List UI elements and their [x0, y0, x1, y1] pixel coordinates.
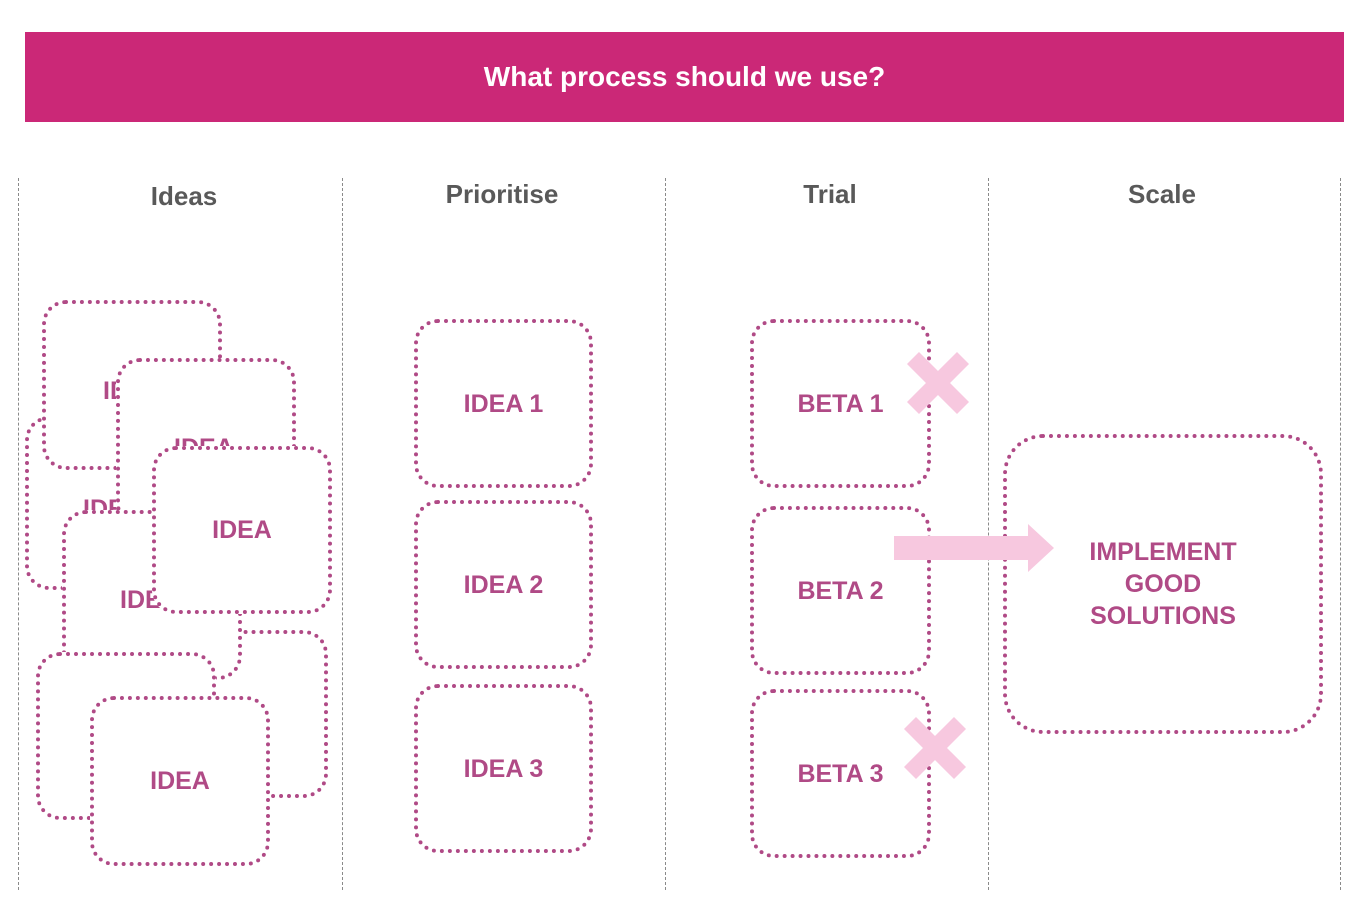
cross-icon: [906, 351, 970, 415]
prioritised-idea-label: IDEA 1: [463, 389, 544, 418]
idea-card: IDEA: [90, 696, 270, 866]
column-divider: [665, 178, 666, 890]
column-divider: [988, 178, 989, 890]
implement-line: SOLUTIONS: [1090, 602, 1236, 630]
column-heading-scale: Scale: [1128, 179, 1196, 209]
idea-card-label: IDEA: [212, 516, 272, 544]
idea-card-label: IDEA: [150, 767, 210, 795]
column-heading-ideas: Ideas: [150, 181, 218, 211]
column-divider: [342, 178, 343, 890]
column-divider: [1340, 178, 1341, 890]
implement-line: IMPLEMENT: [1089, 538, 1237, 566]
prioritised-idea-card: IDEA 3: [414, 684, 593, 853]
prioritised-idea-card: IDEA 2: [414, 500, 593, 669]
arrow-right-icon: [894, 524, 1054, 572]
beta-label: BETA 3: [797, 759, 884, 788]
prioritised-idea-label: IDEA 3: [463, 754, 544, 783]
beta-card: BETA 2: [750, 506, 931, 675]
column-heading-prioritise: Prioritise: [445, 179, 559, 209]
prioritised-idea-card: IDEA 1: [414, 319, 593, 488]
idea-card: IDEA: [152, 446, 332, 614]
title-banner: What process should we use?: [25, 32, 1344, 122]
beta-card: BETA 3: [750, 689, 931, 858]
column-divider: [18, 178, 19, 890]
cross-icon: [903, 716, 967, 780]
beta-card: BETA 1: [750, 319, 931, 488]
column-heading-trial: Trial: [803, 179, 857, 209]
implement-solutions-card: IMPLEMENT GOOD SOLUTIONS: [1003, 434, 1323, 734]
page-title: What process should we use?: [483, 61, 886, 92]
implement-line: GOOD: [1124, 570, 1202, 598]
prioritised-idea-label: IDEA 2: [463, 570, 544, 599]
beta-label: BETA 2: [797, 576, 884, 605]
beta-label: BETA 1: [797, 389, 884, 418]
